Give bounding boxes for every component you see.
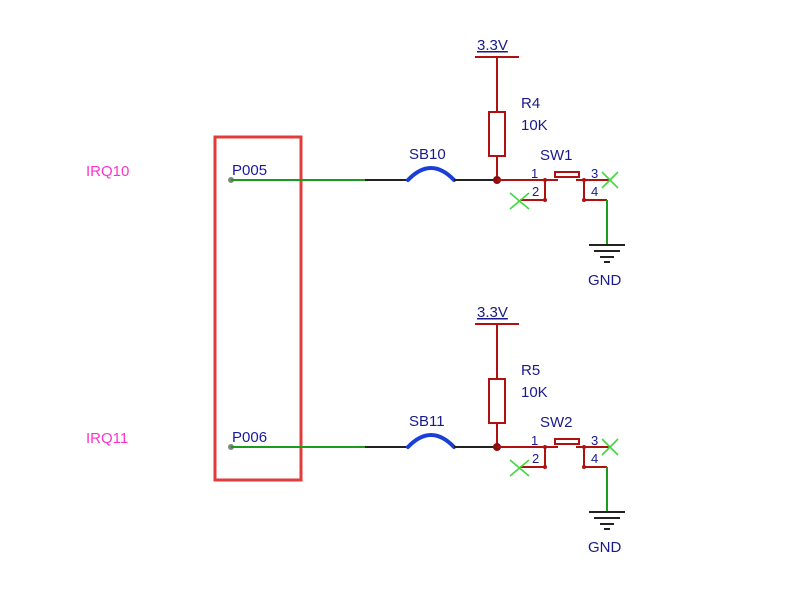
- switch-pin-number: 3: [591, 166, 598, 181]
- resistor-ref: R5: [521, 362, 540, 379]
- irq-label: IRQ10: [86, 163, 129, 180]
- switch-pin-number: 2: [532, 184, 539, 199]
- circuit-1: IRQ10 P005 SB10 3.3V R4 10K SW1 1 2: [86, 37, 625, 289]
- power-label: 3.3V: [477, 304, 508, 321]
- solder-bridge-jumper: [406, 166, 456, 182]
- no-connect-mark: [509, 192, 530, 210]
- switch-pin-dot: [543, 198, 547, 202]
- switch-actuator: [554, 171, 580, 178]
- jumper-label: SB10: [409, 146, 446, 163]
- switch-pin-number: 3: [591, 433, 598, 448]
- ground-label: GND: [588, 272, 622, 289]
- switch-pin-dot: [582, 198, 586, 202]
- power-label: 3.3V: [477, 37, 508, 54]
- switch-actuator: [554, 438, 580, 445]
- no-connect-mark: [601, 171, 619, 189]
- resistor-value: 10K: [521, 117, 548, 134]
- switch-ref: SW1: [540, 147, 573, 164]
- switch-pin-dot: [543, 445, 547, 449]
- switch-pin-number: 4: [591, 451, 598, 466]
- no-connect-mark: [601, 438, 619, 456]
- pin-label: P006: [232, 429, 267, 446]
- switch-pin-dot: [582, 178, 586, 182]
- resistor-body: [488, 378, 506, 424]
- switch-pin-number: 1: [531, 166, 538, 181]
- resistor-ref: R4: [521, 95, 540, 112]
- ground-symbol: [589, 511, 625, 530]
- switch-pin-dot: [582, 465, 586, 469]
- switch-pin-number: 4: [591, 184, 598, 199]
- no-connect-mark: [509, 459, 530, 477]
- resistor-body: [488, 111, 506, 157]
- ground-symbol: [589, 244, 625, 263]
- resistor-value: 10K: [521, 384, 548, 401]
- switch-pin-number: 2: [532, 451, 539, 466]
- switch-pin-number: 1: [531, 433, 538, 448]
- pin-label: P005: [232, 162, 267, 179]
- switch-ref: SW2: [540, 414, 573, 431]
- pin-highlight-box: [213, 135, 303, 482]
- irq-label: IRQ11: [86, 430, 128, 447]
- switch-pin-dot: [543, 178, 547, 182]
- ground-label: GND: [588, 539, 622, 556]
- solder-bridge-jumper: [406, 433, 456, 449]
- circuit-2: IRQ11 P006 SB11 3.3V R5 10K SW2 1 2: [86, 304, 625, 556]
- jumper-label: SB11: [409, 413, 445, 430]
- switch-pin-dot: [582, 445, 586, 449]
- switch-pin-dot: [543, 465, 547, 469]
